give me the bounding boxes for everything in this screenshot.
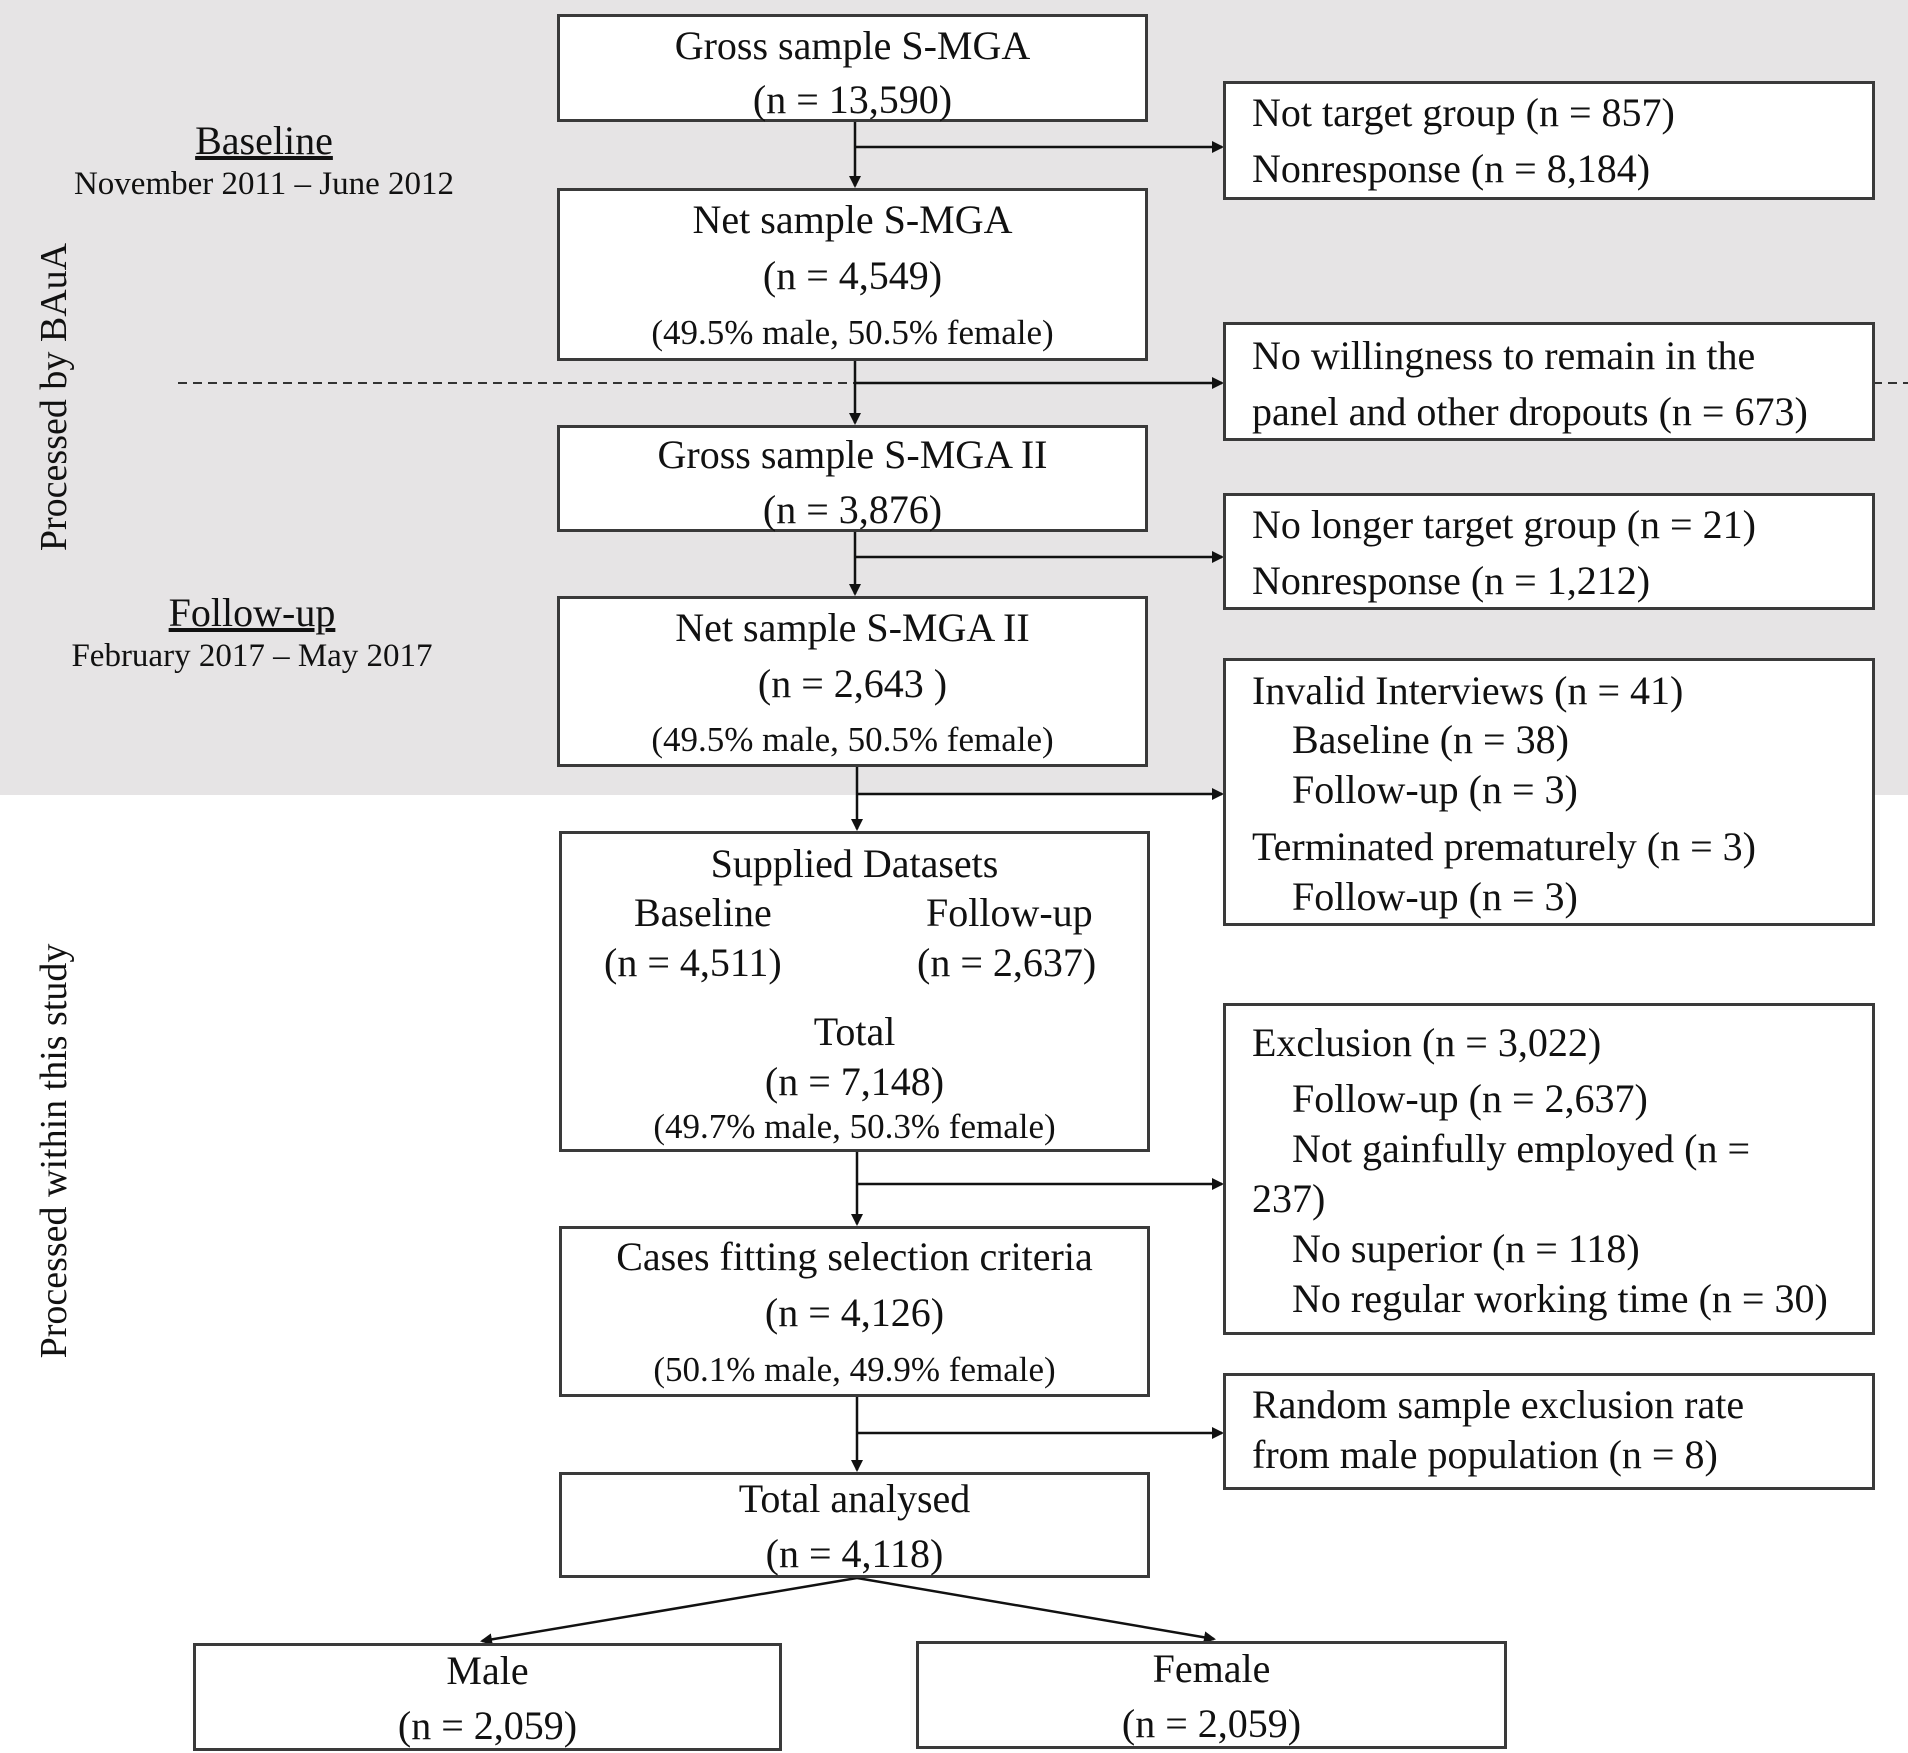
female-box: Female (n = 2,059) — [916, 1641, 1507, 1749]
net-sample-smga2-box: Net sample S-MGA II (n = 2,643 ) (49.5% … — [557, 596, 1148, 767]
gross-sample-smga-box: Gross sample S-MGA (n = 13,590) — [557, 14, 1148, 122]
total-analysed-box: Total analysed (n = 4,118) — [559, 1472, 1150, 1578]
exclusion-box-2: No willingness to remain in the panel an… — [1223, 322, 1875, 441]
followup-title: Follow-up — [168, 590, 336, 635]
exclusion-box-6: Random sample exclusion rate from male p… — [1223, 1373, 1875, 1490]
followup-phase-label: Follow-up February 2017 – May 2017 — [52, 590, 452, 676]
baseline-phase-label: Baseline November 2011 – June 2012 — [64, 118, 464, 204]
baseline-dates: November 2011 – June 2012 — [73, 166, 455, 202]
exclusion-box-1: Not target group (n = 857) Nonresponse (… — [1223, 81, 1875, 200]
side-label-study: Processed within this study — [33, 943, 75, 1359]
net-sample-smga-box: Net sample S-MGA (n = 4,549) (49.5% male… — [557, 188, 1148, 361]
gross-sample-smga2-box: Gross sample S-MGA II (n = 3,876) — [557, 425, 1148, 532]
arrow-to-male — [480, 1576, 858, 1646]
arrow-to-female — [856, 1576, 1216, 1644]
side-label-bauа: Processed by BAuA — [33, 242, 75, 552]
followup-dates: February 2017 – May 2017 — [71, 638, 433, 674]
selection-criteria-box: Cases fitting selection criteria (n = 4,… — [559, 1226, 1150, 1397]
exclusion-box-4: Invalid Interviews (n = 41) Baseline (n … — [1223, 658, 1875, 926]
baseline-title: Baseline — [195, 118, 333, 163]
exclusion-box-3: No longer target group (n = 21) Nonrespo… — [1223, 493, 1875, 610]
supplied-datasets-box: Supplied Datasets Baseline (n = 4,511) F… — [559, 831, 1150, 1152]
exclusion-box-5: Exclusion (n = 3,022) Follow-up (n = 2,6… — [1223, 1003, 1875, 1335]
male-box: Male (n = 2,059) — [193, 1643, 782, 1751]
